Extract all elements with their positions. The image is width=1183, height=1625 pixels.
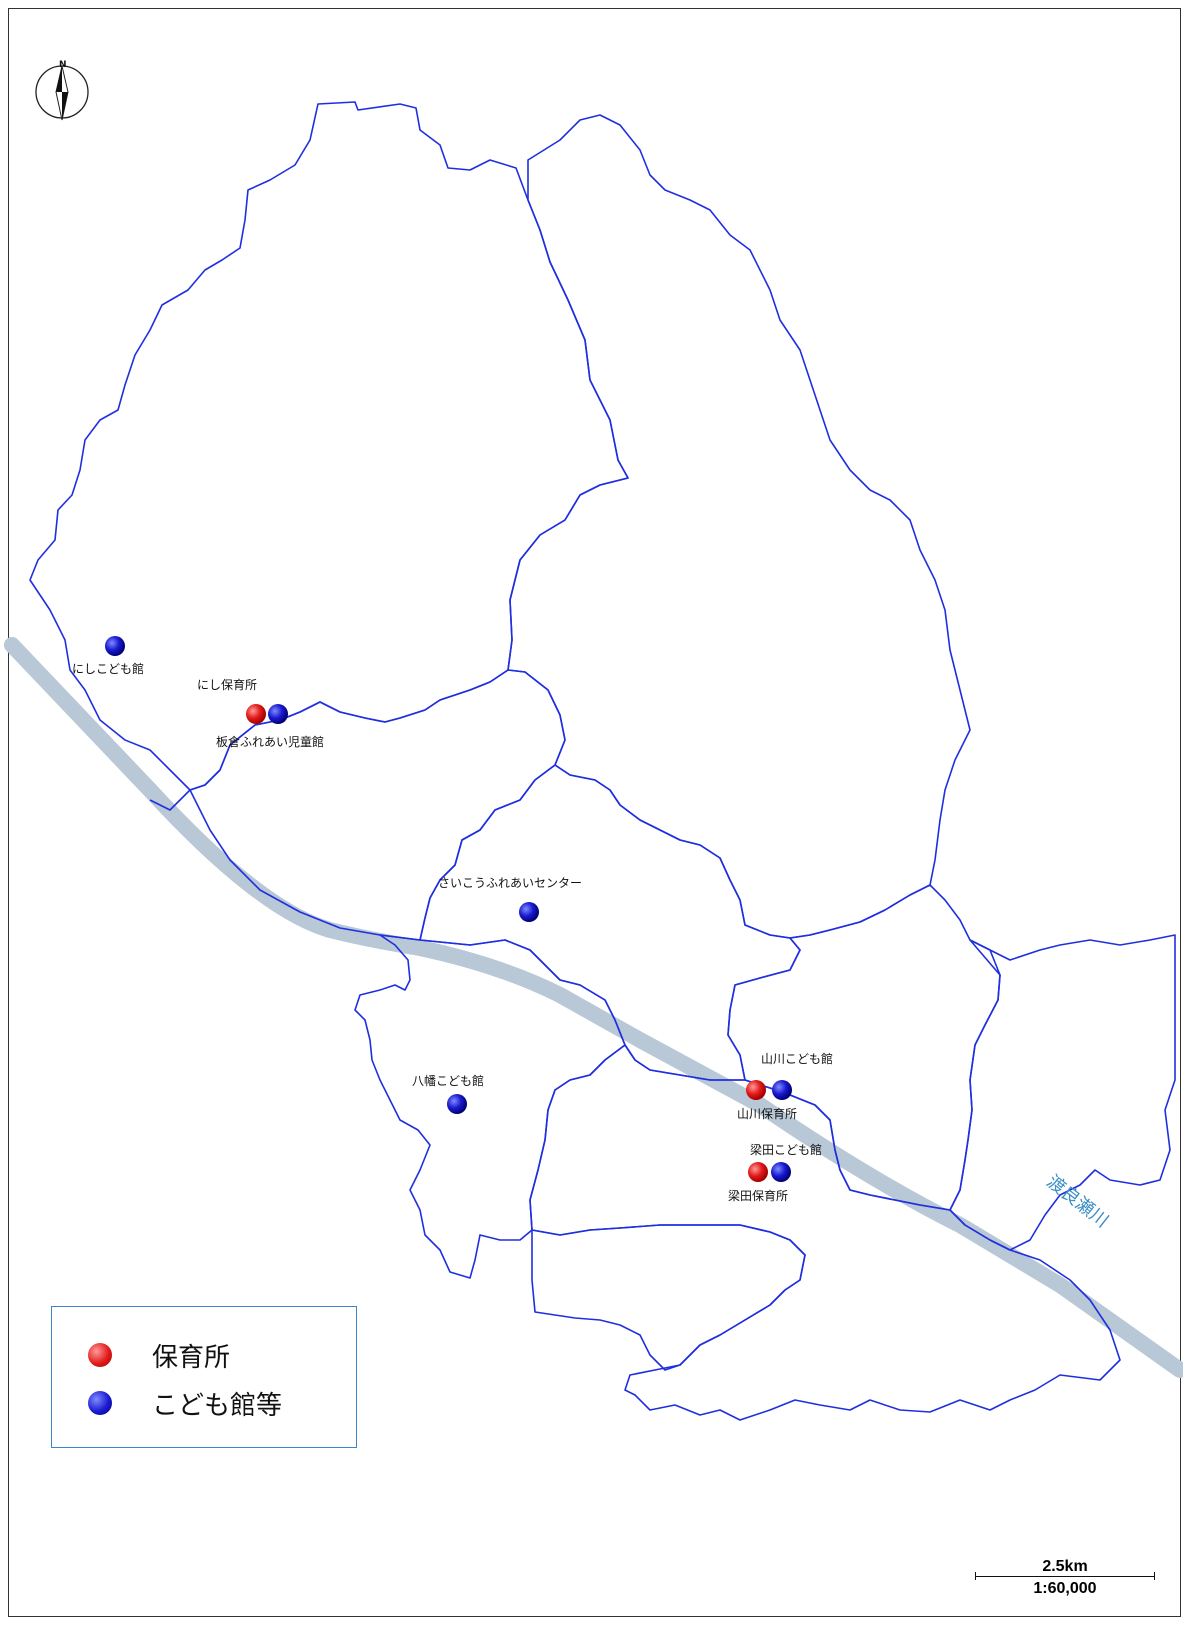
legend-nursery-icon [88,1343,112,1367]
facility-markers [105,636,792,1182]
district-south [529,1044,1121,1421]
marker-yahata-kodomokan [447,1094,467,1114]
legend: 保育所 こども館等 [51,1306,357,1448]
label-yanada-hoikusho: 梁田保育所 [728,1189,789,1203]
marker-nishi-hoikusho [246,704,266,724]
north-label: N [59,60,67,70]
scale-ratio: 1:60,000 [1033,1580,1097,1597]
label-itakura-jidokan: 板倉ふれあい児童館 [216,735,325,749]
marker-nishi-kodomokan [105,636,125,656]
marker-itakura-jidokan [268,704,288,724]
marker-yanada-hoikusho [748,1162,768,1182]
label-nishi-hoikusho: にし保育所 [197,678,258,692]
district-south-lower [531,1224,806,1371]
label-saiko-center: さいこうふれあいセンター [438,876,583,890]
district-southwest [354,934,626,1279]
legend-label-nursery: 保育所 [152,1342,231,1373]
scale-distance: 2.5km [1042,1558,1088,1575]
legend-item-kids-hall: こども館等 [88,1383,282,1423]
label-yahata-kodomokan: 八幡こども館 [412,1074,485,1088]
marker-yamakawa-hoikusho [746,1080,766,1100]
marker-saiko-center [519,902,539,922]
label-yamakawa-kodomokan: 山川こども館 [761,1052,834,1066]
boundary-west-edge [149,789,191,811]
north-arrow-icon [35,65,89,121]
legend-kids-hall-icon [88,1391,112,1415]
label-yanada-kodomokan: 梁田こども館 [750,1143,823,1157]
scale-line [975,1572,1155,1580]
district-center [419,764,801,1081]
marker-yanada-kodomokan [771,1162,791,1182]
district-boundaries [29,101,1176,1421]
marker-yamakawa-kodomokan [772,1080,792,1100]
legend-item-nursery: 保育所 [88,1335,230,1375]
district-far-east [949,934,1176,1251]
district-northeast [507,114,971,939]
district-northwest [29,101,629,791]
label-nishi-kodomokan: にしこども館 [72,662,145,676]
legend-label-kids-hall: こども館等 [152,1390,283,1421]
label-yamakawa-hoikusho: 山川保育所 [737,1107,798,1121]
river-watarase [4,637,1183,1378]
